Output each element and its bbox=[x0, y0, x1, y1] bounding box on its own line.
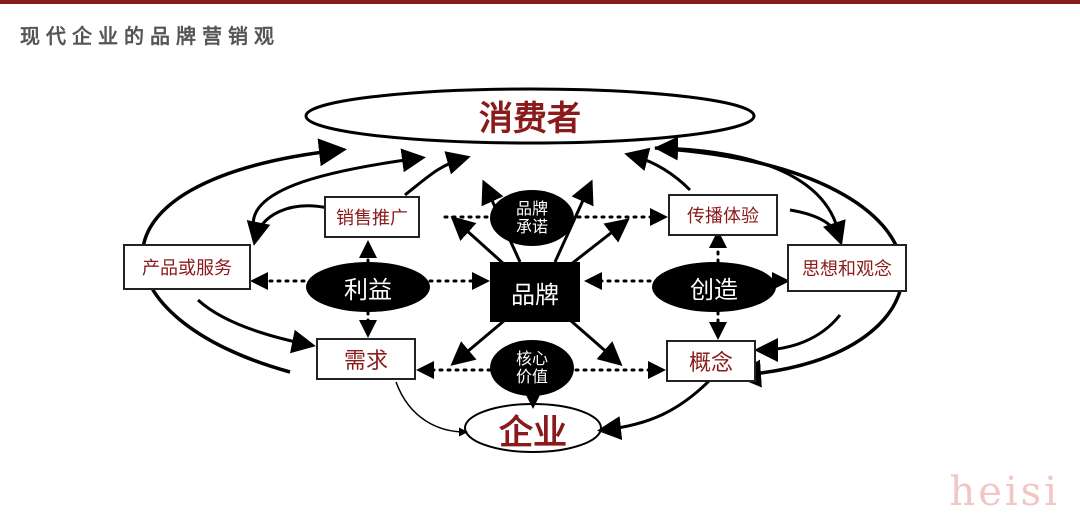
creation-node: 创造 bbox=[652, 262, 776, 312]
ray-brand-lr bbox=[569, 318, 623, 366]
communication-experience-box: 传播体验 bbox=[668, 194, 778, 236]
consumer-ellipse bbox=[304, 87, 756, 145]
arrow-comm-thought bbox=[789, 208, 846, 246]
enterprise-label: 企业 bbox=[499, 412, 567, 453]
arrow-demand-enterprise bbox=[395, 381, 468, 437]
arrow-comm-consumer bbox=[624, 147, 692, 192]
thought-concept-box: 思想和观念 bbox=[787, 244, 907, 292]
ray-brand-ur bbox=[569, 218, 630, 267]
arrow-product-demand bbox=[196, 298, 316, 354]
top-accent-bar bbox=[0, 0, 1080, 4]
core-value-node: 核心 价值 bbox=[490, 340, 574, 396]
brand-promise-node: 品牌 承诺 bbox=[490, 190, 574, 246]
benefit-node: 利益 bbox=[306, 262, 430, 312]
sales-promotion-box: 销售推广 bbox=[324, 196, 420, 238]
arrow-thought-concept bbox=[754, 314, 842, 362]
arrow-thought-consumer bbox=[654, 136, 842, 241]
arrow-sales-consumer bbox=[404, 151, 471, 197]
product-service-box: 产品或服务 bbox=[123, 244, 251, 290]
consumer-label: 消费者 bbox=[479, 98, 581, 139]
arrow-sales-product bbox=[246, 204, 329, 246]
page-title: 现代企业的品牌营销观 bbox=[20, 24, 280, 48]
brand-node: 品牌 bbox=[490, 262, 580, 322]
concept-box: 概念 bbox=[666, 340, 756, 382]
watermark: heisi bbox=[949, 469, 1060, 515]
demand-box: 需求 bbox=[316, 338, 416, 380]
ray-brand-ll bbox=[450, 318, 506, 366]
ray-brand-ul bbox=[450, 215, 507, 267]
arrow-concept-enterprise bbox=[597, 378, 712, 441]
